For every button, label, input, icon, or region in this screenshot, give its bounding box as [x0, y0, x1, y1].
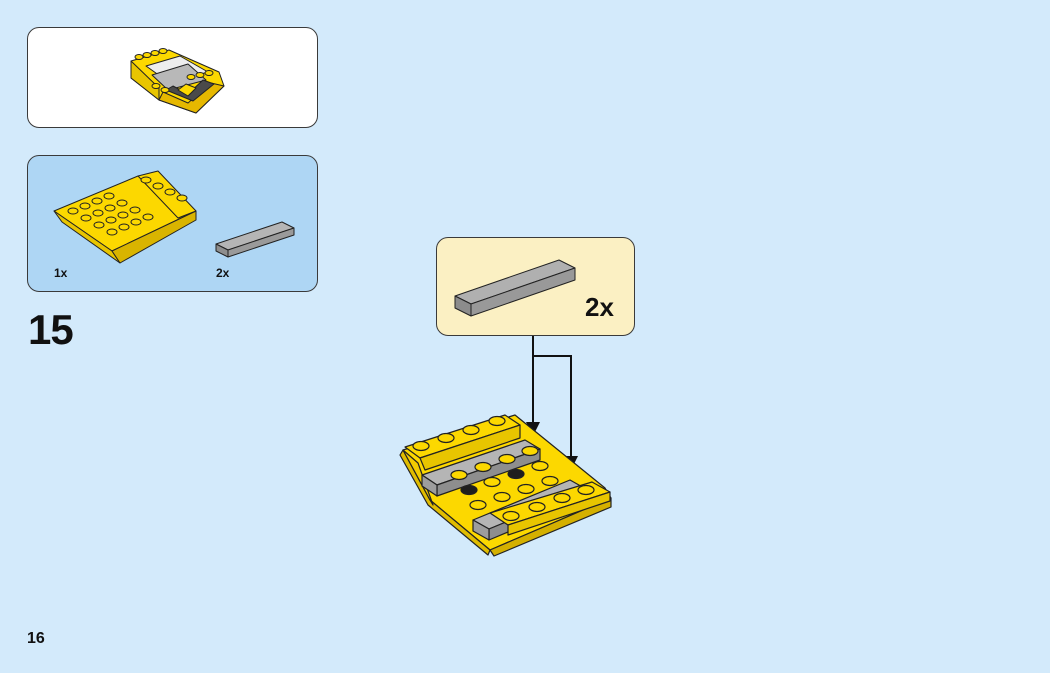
step-number: 15 — [28, 306, 74, 353]
yellow-inverted-slope-plate-icon — [53, 170, 197, 264]
part-qty-slope-plate: 1x — [54, 266, 68, 280]
assembly-preview-icon — [130, 48, 225, 114]
gray-tile-1x4-icon — [215, 221, 295, 258]
gray-tile-1x4-icon — [454, 259, 576, 317]
page-number: 16 — [27, 630, 45, 647]
part-qty-tile: 2x — [216, 266, 230, 280]
parts-list-panel: 1x 2x — [27, 155, 318, 292]
assembly-preview-panel — [27, 27, 318, 128]
callout-qty: 2x — [585, 292, 614, 322]
callout-panel: 2x — [436, 237, 635, 336]
